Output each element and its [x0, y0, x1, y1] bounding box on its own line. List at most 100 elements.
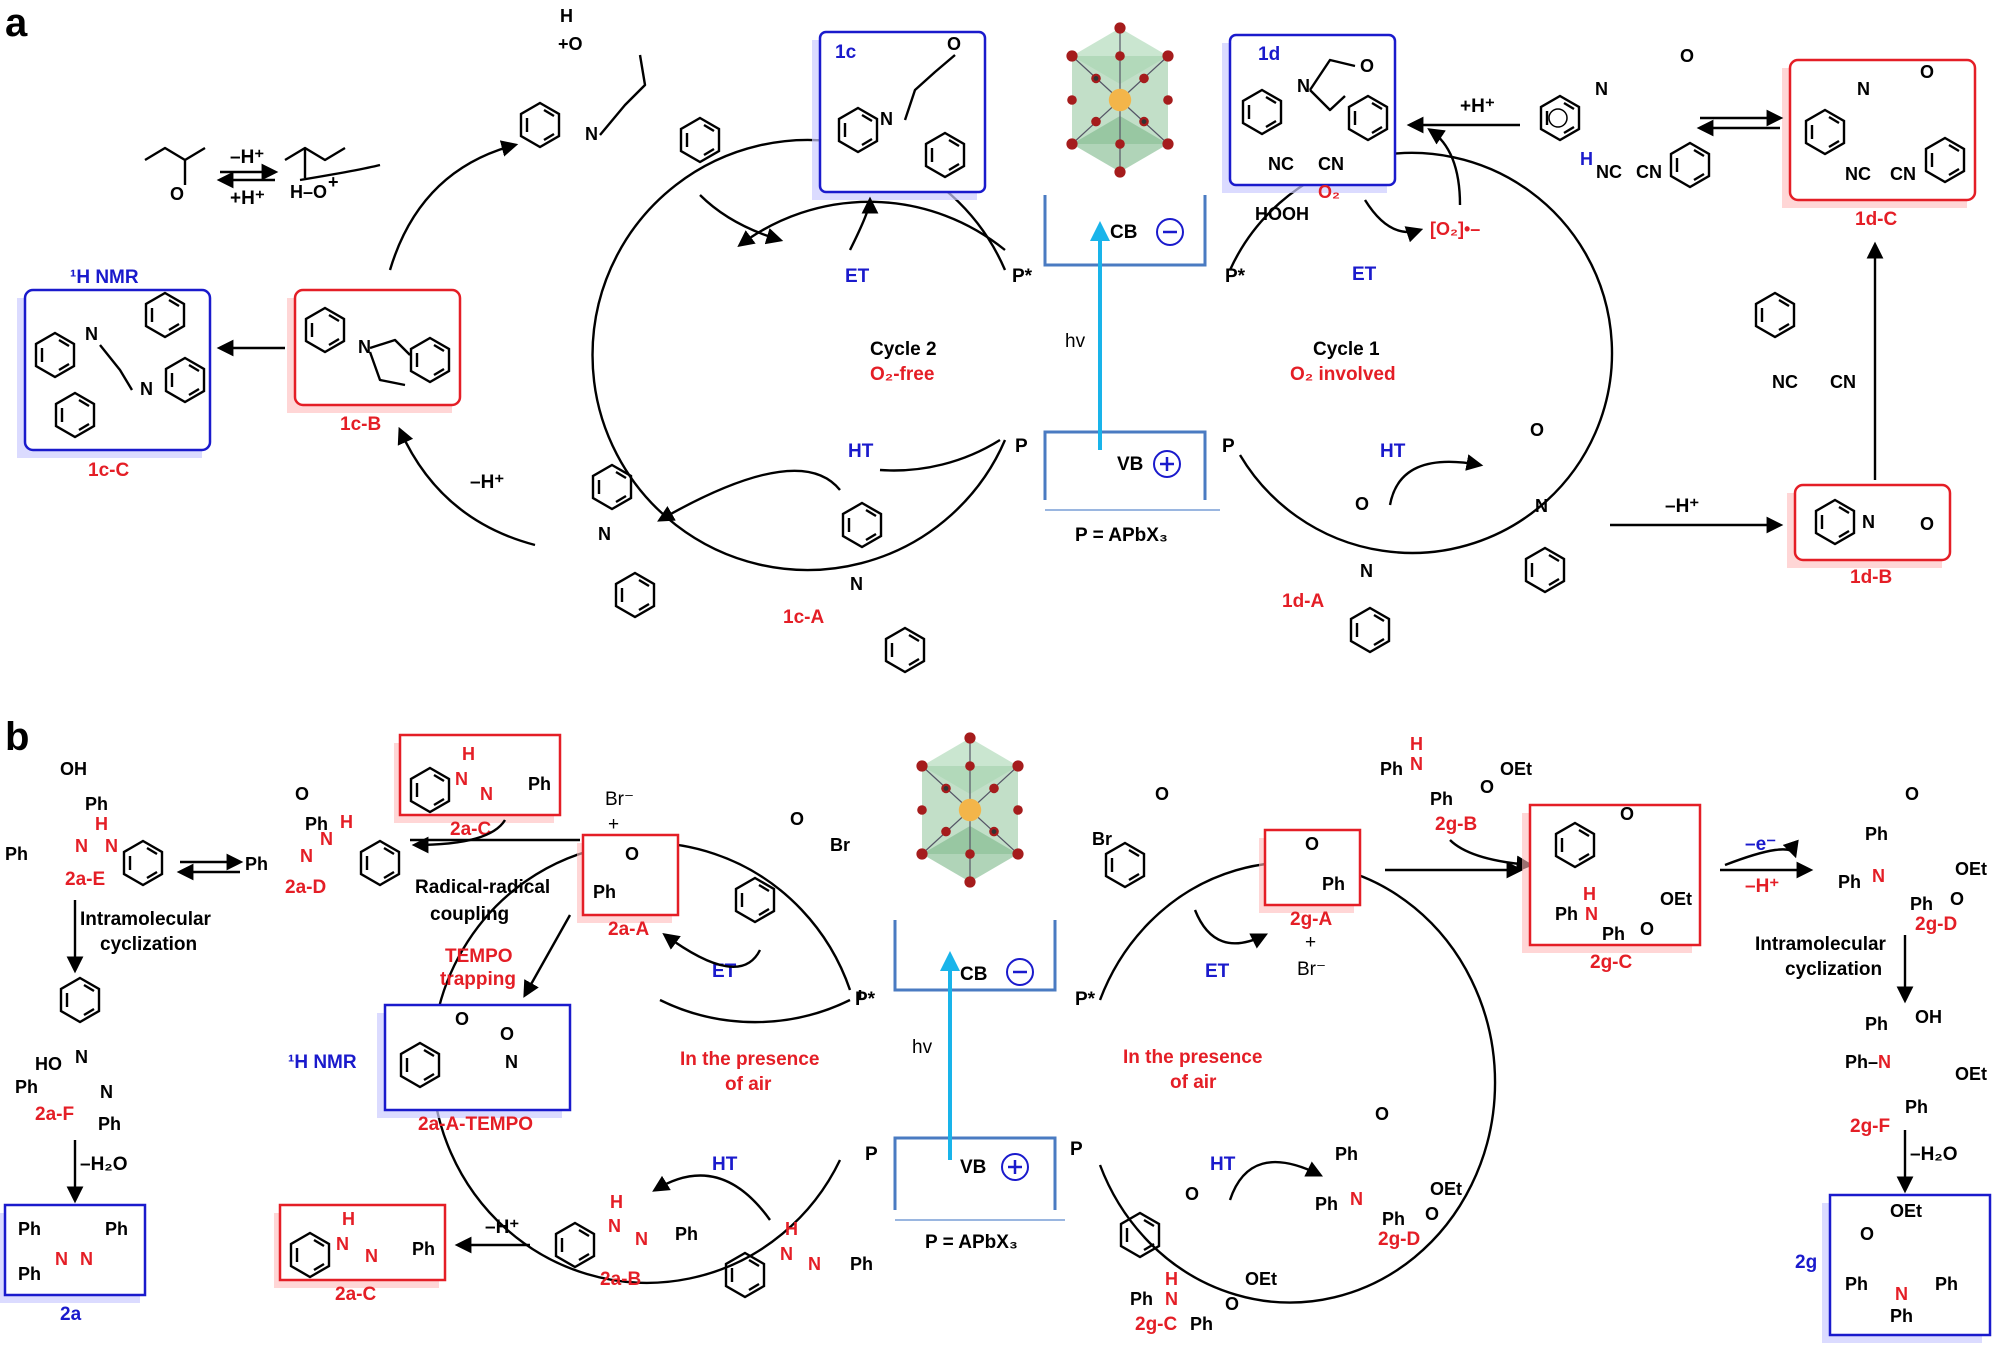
box-1c-B	[293, 288, 462, 407]
svg-text:O: O	[1425, 1204, 1439, 1224]
svg-text:Ph: Ph	[18, 1219, 41, 1239]
br-minus-right: Br⁻	[1297, 959, 1326, 980]
svg-text:NC: NC	[1268, 154, 1294, 174]
box-2a-C-top	[398, 733, 562, 817]
label-2a-E: 2a-E	[65, 869, 105, 890]
svg-text:H: H	[340, 812, 353, 832]
svg-text:N: N	[55, 1249, 68, 1269]
svg-text:O: O	[1920, 514, 1934, 534]
label-1d: 1d	[1258, 44, 1280, 65]
nmr-label-a: ¹H NMR	[70, 267, 139, 288]
svg-text:Ph: Ph	[1865, 1014, 1888, 1034]
svg-text:Ph: Ph	[1865, 824, 1888, 844]
svg-text:Ph: Ph	[1430, 789, 1453, 809]
label-2a: 2a	[60, 1304, 82, 1325]
arrow-1cB-to-adduct	[388, 140, 519, 271]
hv-label: hv	[1065, 331, 1086, 352]
svg-text:N: N	[455, 769, 468, 789]
svg-text:N: N	[100, 1082, 113, 1102]
svg-text:Ph: Ph	[18, 1264, 41, 1284]
svg-text:Ph: Ph	[412, 1239, 435, 1259]
svg-text:NC: NC	[1596, 162, 1622, 182]
svg-text:N: N	[105, 836, 118, 856]
box-1c	[818, 30, 987, 194]
label-1c-B: 1c-B	[340, 414, 381, 435]
panel-b-label: b	[5, 715, 29, 759]
air-right-1: In the presence	[1123, 1047, 1262, 1068]
svg-text:HO: HO	[35, 1054, 62, 1074]
svg-text:Ph: Ph	[1838, 872, 1861, 892]
o2-label: O₂	[1318, 182, 1340, 202]
svg-text:N: N	[1857, 79, 1870, 99]
svg-text:N: N	[1872, 866, 1885, 886]
label-2a-A-TEMPO: 2a-A-TEMPO	[418, 1114, 533, 1135]
svg-text:O: O	[1530, 420, 1544, 440]
svg-text:Ph: Ph	[1845, 1274, 1868, 1294]
label-2a-D: 2a-D	[285, 877, 326, 898]
cb-box	[1043, 195, 1207, 267]
svg-text:N: N	[1535, 496, 1548, 516]
vb-plus-icon	[1153, 450, 1181, 478]
svg-text:OEt: OEt	[1955, 1064, 1987, 1084]
minus-h-1d: –H⁺	[1665, 496, 1699, 517]
svg-text:Br: Br	[1092, 829, 1112, 849]
minus-h-2a: –H⁺	[485, 1217, 519, 1238]
box-1d-C	[1788, 58, 1977, 202]
svg-text:OEt: OEt	[1890, 1201, 1922, 1221]
svg-text:O: O	[500, 1024, 514, 1044]
perovskite-crystal-b	[915, 731, 1025, 889]
svg-text:O: O	[1355, 494, 1369, 514]
p-star-left-b: P*	[855, 989, 876, 1010]
svg-text:H: H	[1410, 734, 1423, 754]
minus-h-eq: –H⁺	[230, 147, 264, 168]
svg-text:H: H	[342, 1209, 355, 1229]
svg-text:N: N	[880, 109, 893, 129]
svg-text:OEt: OEt	[1245, 1269, 1277, 1289]
p-definition-b: P = APbX₃	[925, 1232, 1018, 1253]
svg-text:O: O	[1155, 784, 1169, 804]
p-left-b: P	[865, 1144, 878, 1165]
label-2a-B: 2a-B	[600, 1269, 641, 1290]
svg-text:Ph: Ph	[1335, 1144, 1358, 1164]
svg-text:CN: CN	[1830, 372, 1856, 392]
svg-text:N: N	[1350, 1189, 1363, 1209]
svg-text:OEt: OEt	[1430, 1179, 1462, 1199]
svg-text:O: O	[1860, 1224, 1874, 1244]
tempo-2: trapping	[440, 969, 516, 990]
svg-text:O: O	[625, 844, 639, 864]
intra-3: Intramolecular	[1755, 934, 1887, 955]
cb-label-b: CB	[960, 964, 987, 985]
rr-1: Radical-radical	[415, 877, 550, 898]
et-right: ET	[1352, 264, 1377, 285]
svg-text:Ph: Ph	[1382, 1209, 1405, 1229]
p-star-right: P*	[1225, 266, 1246, 287]
box-2a-A	[581, 833, 680, 917]
svg-text:N: N	[80, 1249, 93, 1269]
label-1c-C: 1c-C	[88, 460, 129, 481]
svg-text:N: N	[1165, 1289, 1178, 1309]
svg-text:Ph: Ph	[593, 882, 616, 902]
svg-text:H: H	[1165, 1269, 1178, 1289]
svg-text:N: N	[1410, 754, 1423, 774]
label-1d-A: 1d-A	[1282, 591, 1325, 612]
svg-text:CN: CN	[1890, 164, 1916, 184]
svg-text:N: N	[1360, 561, 1373, 581]
ht-right: HT	[1380, 441, 1406, 462]
svg-text:H: H	[560, 6, 573, 26]
box-1d-B	[1793, 483, 1952, 562]
svg-text:Ph: Ph	[1905, 1097, 1928, 1117]
label-1d-B: 1d-B	[1850, 567, 1892, 588]
box-2a-C-bottom	[278, 1203, 447, 1282]
air-right-2: of air	[1170, 1072, 1217, 1093]
svg-text:H: H	[95, 814, 108, 834]
minus-h-1c: –H⁺	[470, 472, 504, 493]
cycle1-sub: O₂ involved	[1290, 364, 1396, 385]
p-left: P	[1015, 436, 1028, 457]
label-2g-F: 2g-F	[1850, 1116, 1890, 1137]
svg-text:O: O	[1680, 46, 1694, 66]
svg-text:H: H	[610, 1192, 623, 1212]
svg-text:Ph: Ph	[675, 1224, 698, 1244]
svg-text:O: O	[1225, 1294, 1239, 1314]
svg-text:H: H	[1580, 149, 1593, 169]
